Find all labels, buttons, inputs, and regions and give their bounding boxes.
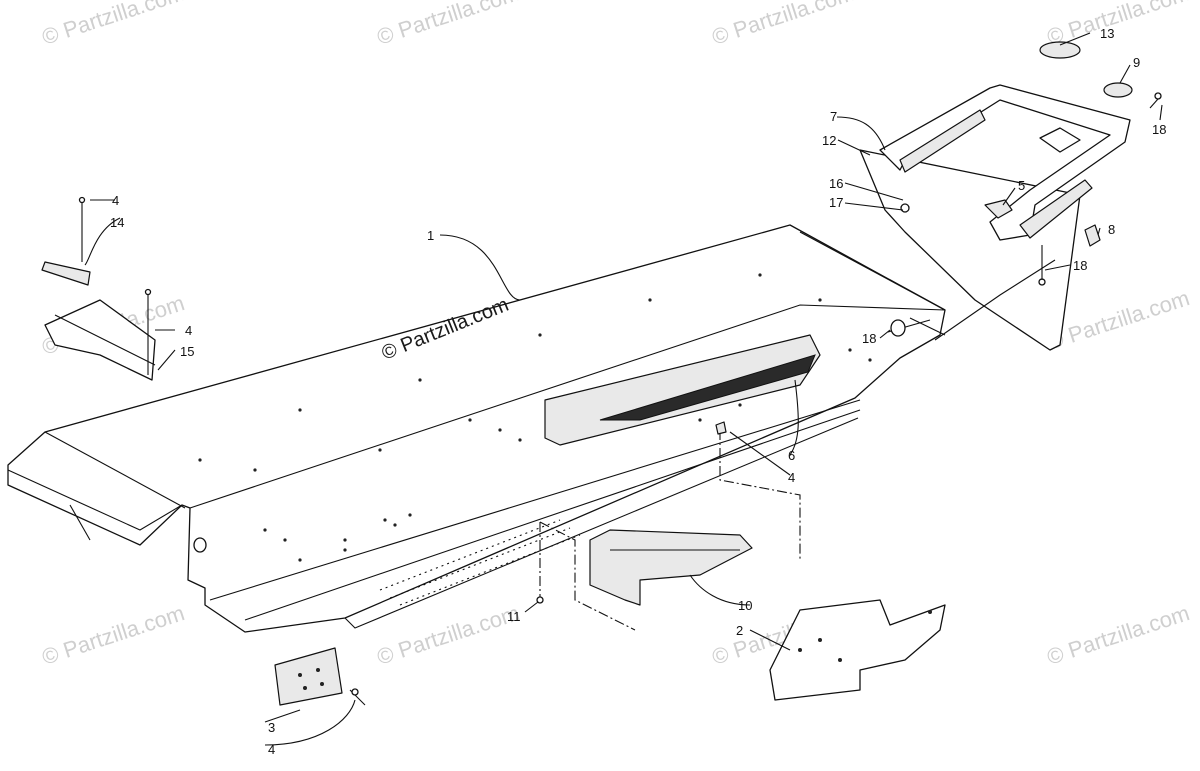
callout-label: 6 bbox=[788, 448, 795, 463]
callout-label: 8 bbox=[1108, 222, 1115, 237]
callout-label: 13 bbox=[1100, 26, 1114, 41]
plate-part-3 bbox=[274, 647, 366, 706]
watermark: © Partzilla.com bbox=[39, 600, 188, 670]
watermark: © Partzilla.com bbox=[39, 0, 188, 50]
bracket-plate-part-2 bbox=[769, 599, 946, 701]
callout-label: 1 bbox=[427, 228, 434, 243]
callout-label: 12 bbox=[822, 133, 836, 148]
watermark: © Partzilla.com bbox=[1044, 600, 1193, 670]
callout-label: 18 bbox=[1152, 122, 1166, 137]
callout-label: 4 bbox=[185, 323, 192, 338]
watermark: © Partzilla.com bbox=[709, 0, 858, 50]
callout-label: 7 bbox=[830, 109, 837, 124]
decal-part-6 bbox=[544, 334, 821, 446]
callout-label: 18 bbox=[1073, 258, 1087, 273]
callout-label: 4 bbox=[268, 742, 275, 757]
callout-label: 4 bbox=[112, 193, 119, 208]
callout-label: 10 bbox=[738, 598, 752, 613]
assembly-lines bbox=[536, 421, 801, 631]
callout-label: 16 bbox=[829, 176, 843, 191]
side-bracket-assembly bbox=[41, 196, 156, 381]
running-board-part-10 bbox=[589, 529, 753, 606]
tunnel-panel bbox=[7, 224, 946, 633]
reflector-part-13 bbox=[1039, 41, 1081, 59]
callout-label: 14 bbox=[110, 215, 124, 230]
watermark: © Partzilla.com bbox=[374, 0, 523, 50]
callout-label: 17 bbox=[829, 195, 843, 210]
callout-label: 9 bbox=[1133, 55, 1140, 70]
callout-label: 3 bbox=[268, 720, 275, 735]
callout-label: 2 bbox=[736, 623, 743, 638]
callout-label: 5 bbox=[1018, 178, 1025, 193]
reflector-part-9 bbox=[1103, 82, 1133, 98]
callout-label: 18 bbox=[862, 331, 876, 346]
leader-lines bbox=[84, 32, 1163, 746]
rear-bumper-assembly bbox=[859, 41, 1162, 351]
callout-label: 4 bbox=[788, 470, 795, 485]
callout-label: 15 bbox=[180, 344, 194, 359]
callout-label: 11 bbox=[507, 609, 521, 624]
callout-labels: 1 4 14 4 15 6 4 10 2 11 3 4 13 9 18 7 12… bbox=[110, 26, 1166, 757]
